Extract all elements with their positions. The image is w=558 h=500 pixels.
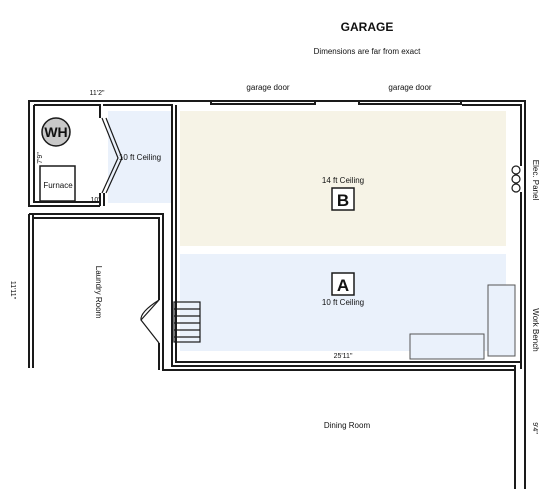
dim-small: 10'	[90, 197, 99, 204]
dim-closet: 7'9"	[37, 152, 44, 164]
side-ceiling-label: 10 ft Ceiling	[119, 153, 161, 162]
side-ceiling-area	[108, 111, 172, 203]
dim-top-left: 11'2"	[90, 90, 105, 97]
water-heater-icon	[41, 117, 71, 147]
dim-right-lower: 9'4"	[531, 422, 538, 434]
zone-b-letter: B	[337, 191, 349, 210]
zone-a-ceiling: 10 ft Ceiling	[322, 298, 364, 307]
dim-left-side: 11'11"	[9, 281, 16, 300]
dim-garage-width: 25'11"	[334, 353, 353, 360]
bifold-door	[101, 117, 119, 194]
elec-panel-label: Elec. Panel	[531, 160, 540, 201]
page-subtitle: Dimensions are far from exact	[314, 47, 421, 56]
zone-a-letter: A	[337, 276, 349, 295]
walls	[28, 100, 526, 489]
zone-a-marker	[331, 272, 355, 296]
zone-b-ceiling: 14 ft Ceiling	[322, 176, 364, 185]
furnace-box	[39, 165, 76, 202]
elec-panel-icon	[511, 165, 521, 193]
garage-door-right-label: garage door	[388, 83, 431, 92]
laundry-room-label: Laundry Room	[94, 266, 103, 319]
furnace-label: Furnace	[43, 181, 73, 190]
work-bench-label: Work Bench	[531, 308, 540, 351]
door-swing	[140, 299, 160, 344]
page-title: GARAGE	[341, 20, 394, 34]
stairs	[173, 301, 201, 343]
work-bench-box	[487, 284, 516, 357]
garage-door-left-label: garage door	[246, 83, 289, 92]
wh-label: WH	[44, 124, 67, 140]
zone-b-area	[180, 111, 506, 246]
zone-b-marker	[331, 187, 355, 211]
dining-room-label: Dining Room	[324, 421, 371, 430]
counter-box	[409, 333, 485, 360]
